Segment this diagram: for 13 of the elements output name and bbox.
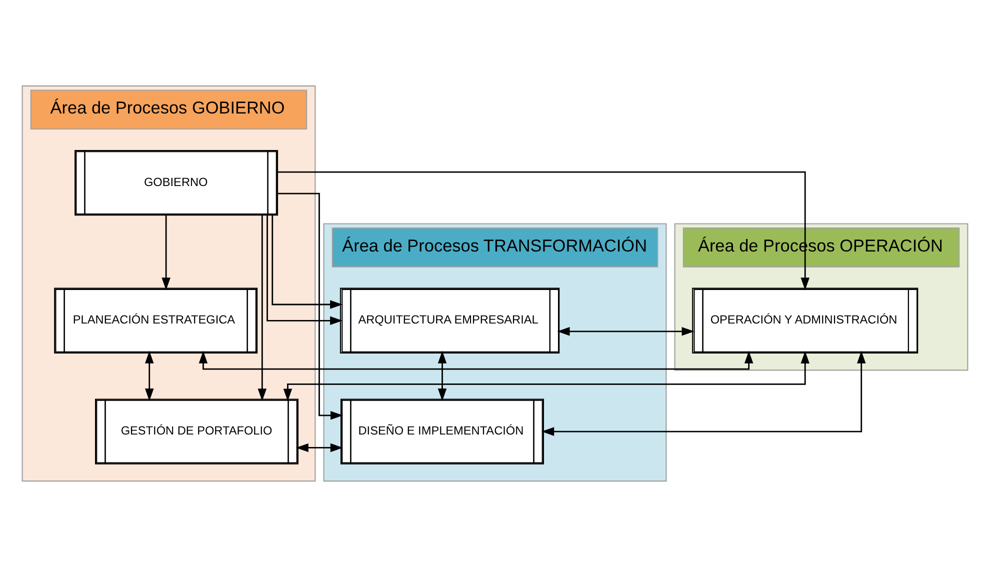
arrow (198, 350, 753, 370)
arrow (295, 443, 342, 452)
arrow (277, 171, 809, 290)
arrow (556, 327, 694, 336)
arrow (257, 215, 266, 402)
arrow (271, 215, 342, 309)
arrow (437, 350, 446, 402)
arrow (144, 350, 154, 402)
arrow (282, 351, 809, 402)
arrow (541, 350, 866, 436)
arrow (277, 192, 343, 420)
arrow (266, 215, 342, 326)
arrow (161, 215, 170, 290)
